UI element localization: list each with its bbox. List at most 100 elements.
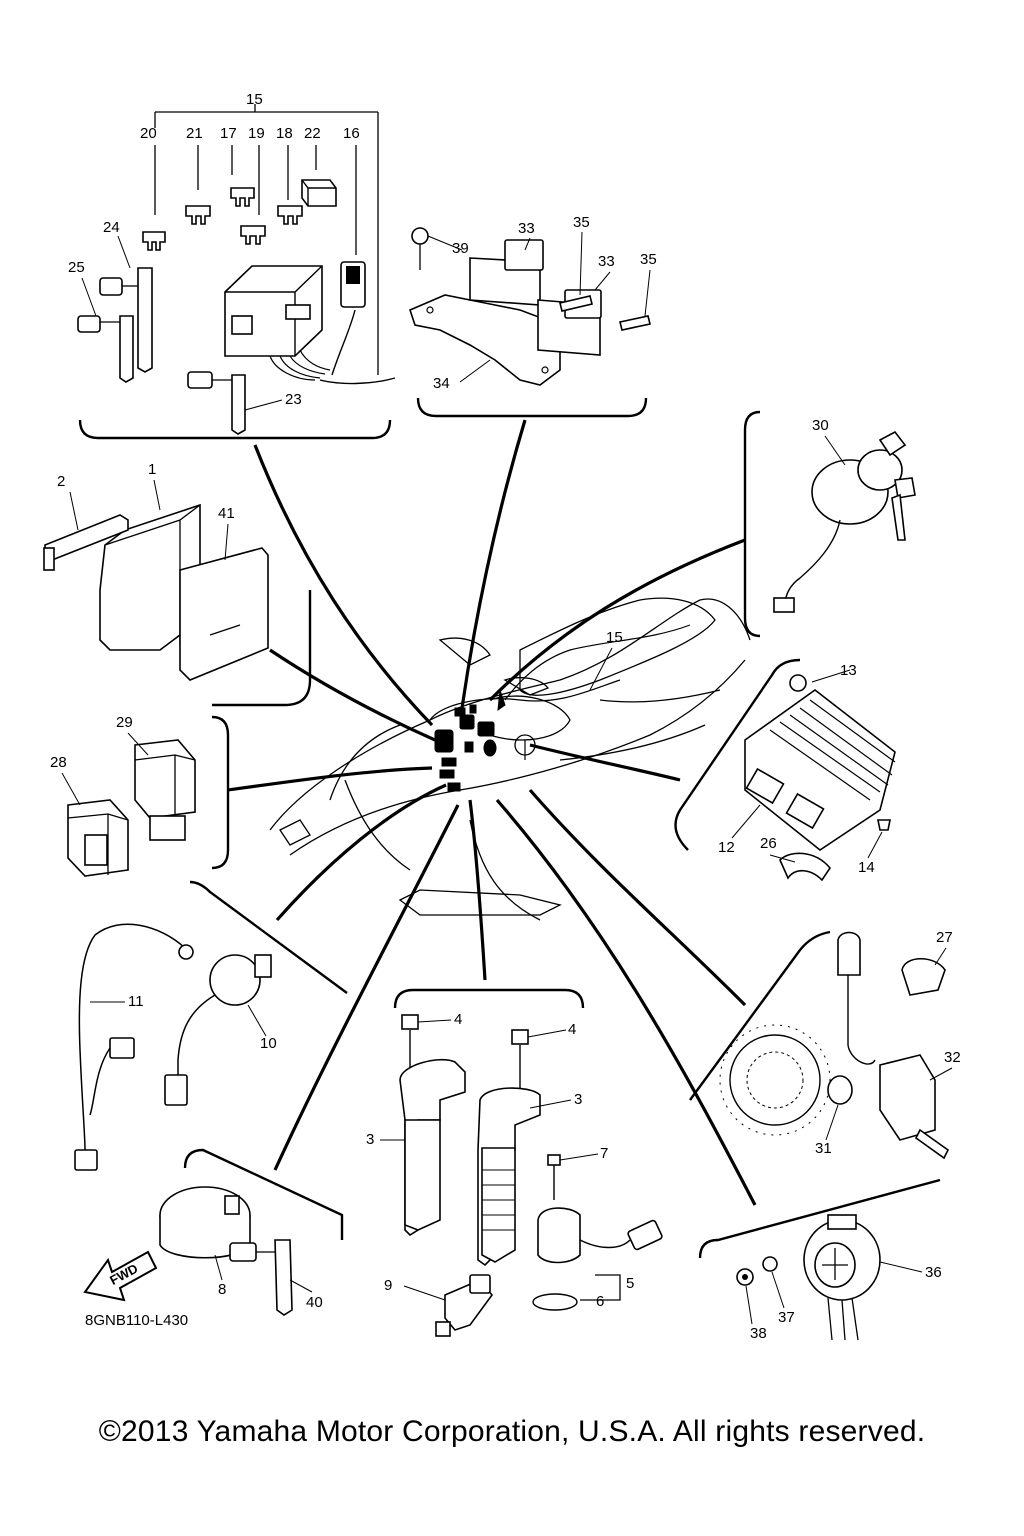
crank-sensor-group [435,1154,663,1337]
callout-31: 31 [815,1140,832,1157]
harness-wire [429,679,621,721]
callout-6: 6 [596,1293,604,1310]
callout-32: 32 [944,1049,961,1066]
pressure-switch-group [159,1186,293,1316]
bolt-35b [619,315,651,331]
callout-25: 25 [68,259,85,276]
ignition-coils [399,1014,541,1267]
callout-30: 30 [812,417,829,434]
clip-27 [901,957,946,996]
bracket-32 [879,1054,936,1141]
callout-29: 29 [116,714,133,731]
callout-33b: 33 [598,253,615,270]
callout-36: 36 [925,1264,942,1281]
vehicle-frame-outline [269,597,751,921]
callout-4a: 4 [454,1011,462,1028]
callout-34: 34 [433,375,450,392]
parts-diagram: FWD 15 20 21 17 19 18 22 16 24 25 23 39 … [43,91,961,1342]
bolt-35a [559,295,593,312]
leader-lines [227,419,757,1206]
coil-3b [477,1087,541,1267]
fuse-22 [301,179,337,207]
callout-3b: 3 [574,1091,582,1108]
callout-37: 37 [778,1309,795,1326]
cable-ties [77,267,246,435]
sensor-lead-group [74,923,272,1171]
callout-19: 19 [248,125,265,142]
fuses [142,179,337,251]
nut-13 [789,674,807,692]
callout-20: 20 [140,125,157,142]
callout-35a: 35 [573,214,590,231]
callout-10: 10 [260,1035,277,1052]
group-brackets [78,397,941,1259]
callout-23: 23 [285,391,302,408]
lead-11 [78,923,186,1151]
callout-28: 28 [50,754,67,771]
callout-35b: 35 [640,251,657,268]
cable-tie-23 [231,374,246,435]
o-ring-6 [532,1293,578,1311]
rectifier-regulator [744,674,896,882]
callout-41: 41 [218,505,235,522]
sensor-31 [827,1075,853,1105]
fuse-19 [240,225,266,245]
main-switch [773,430,916,613]
callout-15-top: 15 [246,91,263,108]
collar-14 [877,819,891,831]
fuse-tree [154,104,379,375]
callout-5: 5 [626,1275,634,1292]
callout-18: 18 [276,125,293,142]
cover-41 [179,547,269,681]
relays [67,739,196,877]
callout-38: 38 [750,1325,767,1342]
callout-2: 2 [57,473,65,490]
relay-33a [504,239,544,271]
sensor-10 [209,954,261,1006]
speed-sensor-group [719,931,950,1160]
cable-tie-40 [274,1239,293,1316]
callout-8: 8 [218,1281,226,1298]
clamp-26 [779,852,831,882]
callout-26: 26 [760,835,777,852]
callout-labels: 15 20 21 17 19 18 22 16 24 25 23 39 33 3… [50,91,961,1342]
cable-tie-24 [137,267,153,373]
callout-17: 17 [220,125,237,142]
callout-24: 24 [103,219,120,236]
screw-39 [411,227,429,245]
sensor-5 [537,1207,581,1264]
fuse-18 [277,205,303,225]
callout-1: 1 [148,461,156,478]
fuse-box [224,261,396,385]
callout-9: 9 [384,1277,392,1294]
fwd-arrow-icon: FWD [83,1250,158,1302]
cable-tie-25 [119,315,134,383]
rectifier-12 [744,689,896,851]
callout-14: 14 [858,859,875,876]
temp-sensor-group [736,1214,881,1341]
callout-22: 22 [304,125,321,142]
callout-hairlines [61,231,953,1325]
callout-11: 11 [128,993,144,1010]
harness-cluster [434,689,506,792]
relay-bracket [409,227,651,386]
callout-33a: 33 [518,220,535,237]
diagram-code: 8GNB110-L430 [85,1312,188,1329]
callout-3a: 3 [366,1131,374,1148]
relay-29 [134,739,196,819]
bracket-34 [409,294,561,386]
ecu-unit [43,503,269,681]
callout-12: 12 [718,839,735,856]
copyright-notice: ©2013 Yamaha Motor Corporation, U.S.A. A… [98,1415,926,1448]
callout-27: 27 [936,929,953,946]
callout-40: 40 [306,1294,323,1311]
washer-37 [762,1256,778,1272]
fuse-17 [230,187,255,207]
fuse-21 [185,205,211,225]
callout-15-mid: 15 [606,629,623,646]
callout-39: 39 [452,240,469,257]
callout-4b: 4 [568,1021,576,1038]
callout-16: 16 [343,125,360,142]
callout-7: 7 [600,1145,608,1162]
fuse-20 [142,231,166,251]
